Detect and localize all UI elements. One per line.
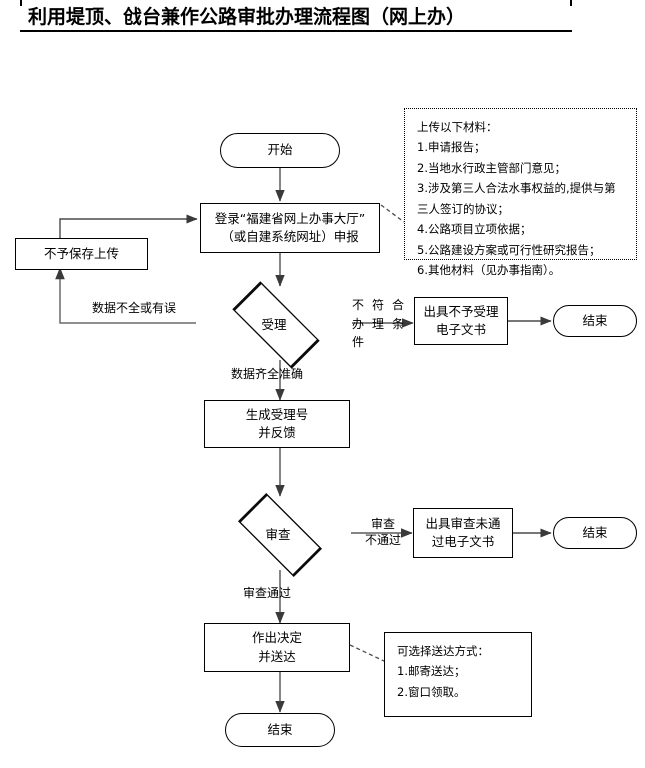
note-upload-materials: 上传以下材料： 1.申请报告； 2.当地水行政主管部门意见； 3.涉及第三人合法… [404, 108, 637, 277]
node-make-decision-deliver-line1: 作出决定 [251, 630, 302, 646]
node-accept-decision-label: 受理 [261, 316, 287, 332]
edge-label-not-qualified-l1: 不符合 [352, 298, 404, 312]
note-upload-line-4: 4.公路项目立项依据； [417, 222, 532, 237]
note-delivery-line-0: 可选择送达方式： [397, 644, 489, 658]
title-tick-left [20, 0, 22, 6]
edge-label-not-qualified: 不符合 办理条 件 [352, 296, 404, 352]
node-end-reject[interactable]: 结束 [553, 305, 637, 337]
edge-label-review-fail-l1: 审查 [370, 517, 395, 531]
node-end-review-fail-label: 结束 [582, 524, 608, 540]
node-end-final[interactable]: 结束 [225, 713, 335, 747]
edge-label-not-qualified-l2: 办理条 [352, 316, 404, 331]
node-reject-document-line2: 电子文书 [435, 322, 486, 337]
node-login-apply-line2: （或自建系统网址）申报 [221, 229, 359, 244]
title-tick-right [570, 0, 572, 6]
node-generate-acceptance-number[interactable]: 生成受理号 并反馈 [204, 400, 350, 448]
node-login-apply[interactable]: 登录“福建省网上办事大厅” （或自建系统网址）申报 [200, 203, 380, 253]
note-upload-line-6: 6.其他材料（见办事指南）。 [417, 263, 561, 278]
edge-label-review-pass: 审查通过 [243, 586, 292, 600]
node-make-decision-deliver-line2: 并送达 [258, 648, 296, 664]
note-upload-line-3: 3.涉及第三人合法水事权益的,提供与第三人签订的协议； [417, 181, 616, 216]
note-upload-line-0: 上传以下材料： [417, 120, 498, 134]
note-delivery-options: 可选择送达方式： 1.邮寄送达； 2.窗口领取。 [384, 632, 532, 717]
node-start-label: 开始 [267, 142, 293, 158]
edge-label-review-fail: 审查 不通过 [357, 516, 409, 548]
node-start[interactable]: 开始 [220, 133, 340, 168]
node-review-fail-document-line1: 出具审查未通 [425, 515, 501, 531]
note-upload-line-1: 1.申请报告； [417, 140, 486, 155]
node-review-decision[interactable]: 审查 [205, 492, 351, 578]
node-login-apply-line1: 登录“福建省网上办事大厅” [214, 210, 366, 226]
note-upload-line-5: 5.公路建设方案或可行性研究报告； [417, 242, 601, 257]
edge-label-not-qualified-l3: 件 [352, 335, 365, 350]
node-end-reject-label: 结束 [582, 312, 608, 328]
edge-label-data-complete: 数据齐全准确 [231, 367, 304, 381]
node-generate-acceptance-number-line1: 生成受理号 [245, 406, 309, 422]
title-underline [20, 30, 572, 32]
node-review-fail-document-line2: 过电子文书 [431, 534, 495, 549]
edge-label-review-fail-l2: 不通过 [364, 533, 401, 548]
node-end-review-fail[interactable]: 结束 [553, 517, 637, 549]
note-delivery-line-1: 1.邮寄送达； [397, 664, 466, 679]
node-make-decision-deliver[interactable]: 作出决定 并送达 [204, 623, 350, 672]
note-delivery-line-2: 2.窗口领取。 [397, 684, 466, 699]
page-title-bar: 利用堤顶、戗台兼作公路审批办理流程图（网上办） [0, 0, 645, 34]
note-upload-line-2: 2.当地水行政主管部门意见； [417, 160, 566, 175]
node-no-save-upload-label: 不予保存上传 [43, 245, 119, 261]
node-reject-document[interactable]: 出具不予受理 电子文书 [414, 297, 508, 345]
node-review-fail-document[interactable]: 出具审查未通 过电子文书 [413, 508, 513, 558]
node-generate-acceptance-number-line2: 并反馈 [258, 425, 296, 440]
node-reject-document-line1: 出具不予受理 [423, 303, 499, 319]
node-review-decision-label: 审查 [265, 526, 291, 542]
edge-label-data-incomplete: 数据不全或有误 [92, 301, 177, 315]
page-title: 利用堤顶、戗台兼作公路审批办理流程图（网上办） [28, 6, 466, 28]
node-accept-decision[interactable]: 受理 [196, 281, 352, 369]
node-end-final-label: 结束 [267, 721, 293, 737]
node-no-save-upload[interactable]: 不予保存上传 [15, 238, 148, 270]
